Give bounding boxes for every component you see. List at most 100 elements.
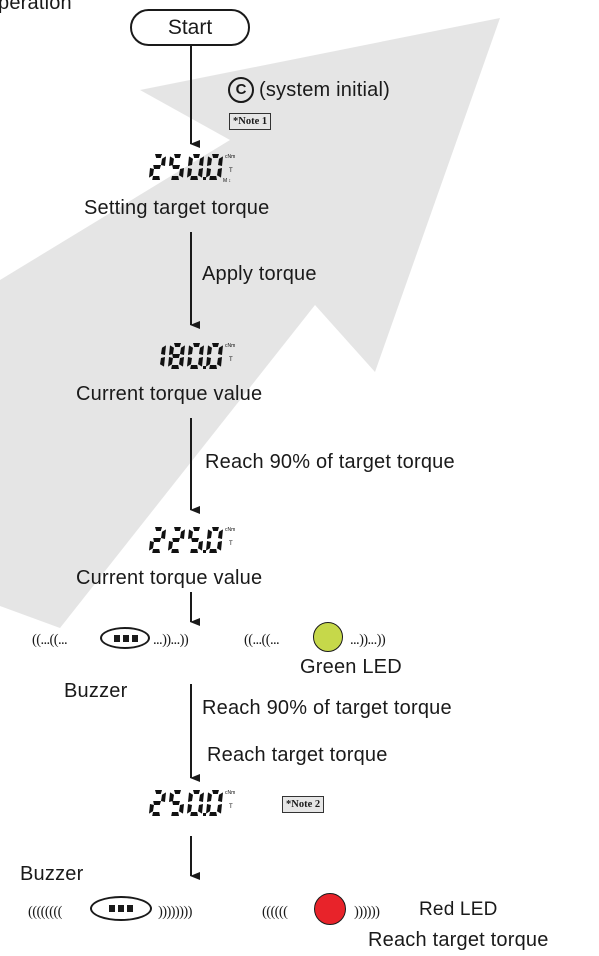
lcd-segment — [171, 365, 179, 369]
lcd-segment — [169, 792, 174, 802]
green-led-icon — [313, 622, 343, 652]
lcd-segment — [169, 156, 174, 166]
green-led-label: Green LED — [300, 656, 402, 678]
lcd-segment — [171, 549, 179, 553]
lcd-segment — [180, 345, 185, 355]
lcd-segment — [153, 165, 161, 169]
lcd-segment — [209, 176, 217, 180]
lcd-segment — [206, 357, 211, 367]
lcd-decimal-point — [203, 366, 206, 369]
start-node: Start — [130, 9, 250, 46]
lcd-segment — [218, 529, 223, 539]
lcd-segment — [171, 812, 179, 816]
lcd-decimal-point — [203, 550, 206, 553]
lcd-unit-label: cNm — [225, 343, 235, 349]
lcd-segment — [207, 792, 212, 802]
lcd-segment — [155, 154, 162, 158]
lcd-segment — [169, 345, 174, 355]
note-2-badge: *Note 2 — [282, 796, 325, 813]
lcd-segment — [168, 541, 173, 551]
lcd-segment — [161, 156, 166, 166]
lcd-segment — [153, 801, 161, 805]
apply-torque-text: Apply torque — [202, 263, 317, 285]
lcd-t-indicator: T — [229, 357, 233, 363]
lcd-segment — [207, 529, 212, 539]
lcd-segment — [217, 168, 222, 178]
lcd-segment — [179, 357, 184, 367]
lcd-segment — [188, 792, 193, 802]
lcd-segment — [153, 538, 161, 542]
lcd-segment — [172, 354, 180, 358]
lcd-segment — [212, 790, 219, 794]
lcd-segment — [168, 357, 173, 367]
lcd-segment — [155, 790, 162, 794]
lcd-segment — [152, 549, 160, 553]
buzzer-waves-left: ((...((... — [32, 632, 68, 648]
lcd-segment — [161, 529, 166, 539]
lcd-segment — [218, 792, 223, 802]
lcd-segment — [198, 804, 203, 814]
lcd-segment — [212, 343, 219, 347]
target-buzzer-waves-left: (((((((( — [28, 904, 62, 920]
buzzer-icon — [100, 627, 150, 649]
lcd-segment — [199, 345, 204, 355]
lcd-segment — [206, 541, 211, 551]
lcd-segment — [152, 176, 160, 180]
lcd-segment — [193, 527, 200, 531]
lcd-segment — [209, 812, 217, 816]
start-label: Start — [167, 16, 213, 39]
c-symbol-icon: C — [228, 77, 254, 103]
lcd-segment — [161, 345, 166, 355]
lcd-segment — [209, 365, 217, 369]
reach-target-caption: Reach target torque — [368, 929, 549, 951]
lcd-segment — [161, 792, 166, 802]
reach-90-text-2: Reach 90% of target torque — [202, 697, 452, 719]
lcd-segment — [188, 529, 193, 539]
setting-target-caption: Setting target torque — [84, 197, 270, 219]
lcd-segment — [174, 154, 181, 158]
lcd-t-indicator: T — [229, 804, 233, 810]
lcd-segment — [172, 165, 180, 169]
lcd-segment — [199, 792, 204, 802]
buzzer-waves-right: ...))...)) — [153, 632, 189, 648]
lcd-t-indicator: T — [229, 541, 233, 547]
reach-90-text-1: Reach 90% of target torque — [205, 451, 455, 473]
lcd-decimal-point — [203, 177, 206, 180]
lcd-segment — [206, 804, 211, 814]
current-torque-caption-1: Current torque value — [76, 383, 263, 405]
lcd-segment — [207, 345, 212, 355]
lcd-segment — [174, 790, 181, 794]
lcd-segment — [179, 804, 184, 814]
note-1-badge: *Note 1 — [229, 113, 272, 130]
lcd-mode-flags: M ↕ — [223, 178, 231, 184]
header-partial-text: peration — [0, 0, 72, 14]
target-buzzer-waves-right: )))))))) — [158, 904, 192, 920]
buzzer-label-2: Buzzer — [20, 863, 84, 885]
lcd-segment — [190, 365, 198, 369]
lcd-segment — [174, 343, 181, 347]
lcd-segment — [199, 156, 204, 166]
lcd-segment — [160, 357, 165, 367]
red-led-label: Red LED — [419, 899, 498, 920]
lcd-segment — [212, 154, 219, 158]
lcd-segment — [191, 538, 199, 542]
lcd-segment — [218, 345, 223, 355]
target-led-waves-left: (((((( — [262, 904, 288, 920]
lcd-segment — [207, 156, 212, 166]
lcd-unit-label: cNm — [225, 527, 235, 533]
lcd-segment — [187, 804, 192, 814]
lcd-decimal-point — [203, 813, 206, 816]
lcd-segment — [188, 345, 193, 355]
lcd-segment — [174, 527, 181, 531]
lcd-segment — [180, 529, 185, 539]
lcd-unit-label: cNm — [225, 790, 235, 796]
lcd-segment — [198, 541, 203, 551]
buzzer-label-1: Buzzer — [64, 680, 128, 702]
lcd-segment — [217, 804, 222, 814]
lcd-segment — [149, 804, 154, 814]
